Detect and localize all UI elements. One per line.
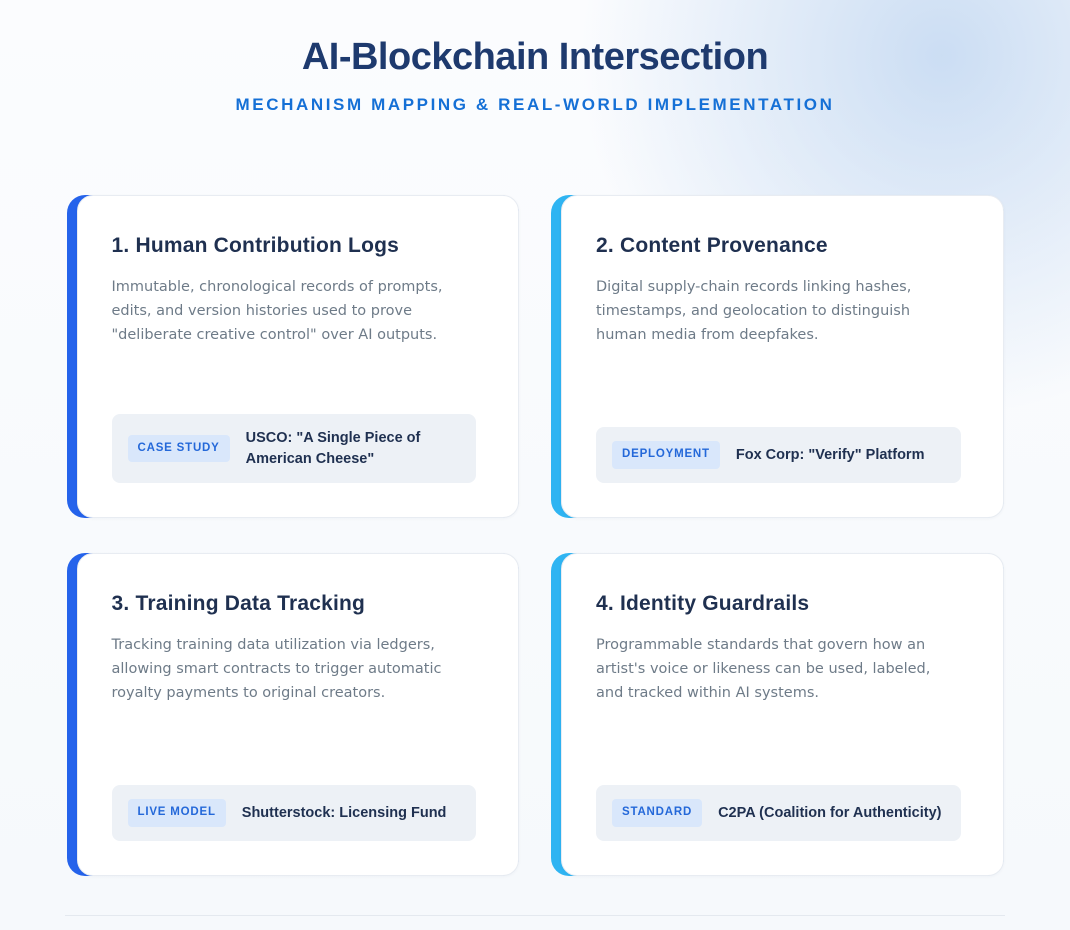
card-surface: 4. Identity Guardrails Programmable stan… [561, 553, 1004, 876]
card-example-box: STANDARD C2PA (Coalition for Authenticit… [596, 785, 961, 841]
card-surface: 1. Human Contribution Logs Immutable, ch… [76, 195, 519, 518]
card-training-data-tracking: 3. Training Data Tracking Tracking train… [66, 553, 519, 876]
badge-case-study: CASE STUDY [127, 434, 230, 463]
card-example-box: LIVE MODEL Shutterstock: Licensing Fund [111, 785, 476, 841]
card-title: 3. Training Data Tracking [111, 592, 366, 615]
page-header: AI-Blockchain Intersection MECHANISM MAP… [0, 36, 1070, 115]
badge-deployment: DEPLOYMENT [612, 441, 720, 469]
card-human-contribution-logs: 1. Human Contribution Logs Immutable, ch… [66, 195, 519, 518]
card-title: 1. Human Contribution Logs [111, 234, 400, 257]
bottom-divider [65, 915, 1005, 919]
example-text: Fox Corp: "Verify" Platform [735, 447, 925, 464]
card-example-box: DEPLOYMENT Fox Corp: "Verify" Platform [596, 427, 961, 483]
example-text: USCO: "A Single Piece of American Cheese… [245, 430, 421, 467]
badge-standard: STANDARD [612, 799, 703, 827]
page-subtitle: MECHANISM MAPPING & REAL-WORLD IMPLEMENT… [235, 95, 835, 114]
badge-live-model: LIVE MODEL [127, 799, 226, 827]
card-title: 4. Identity Guardrails [596, 592, 810, 615]
example-text: Shutterstock: Licensing Fund [241, 805, 447, 822]
card-title: 2. Content Provenance [596, 234, 828, 257]
card-surface: 2. Content Provenance Digital supply-cha… [561, 195, 1004, 518]
card-example-box: CASE STUDY USCO: "A Single Piece of Amer… [111, 414, 476, 483]
card-content-provenance: 2. Content Provenance Digital supply-cha… [551, 195, 1004, 518]
card-identity-guardrails: 4. Identity Guardrails Programmable stan… [551, 553, 1004, 876]
example-text: C2PA (Coalition for Authenticity) [718, 805, 942, 822]
card-description: Programmable standards that govern how a… [596, 637, 931, 701]
card-description: Tracking training data utilization via l… [111, 637, 442, 701]
card-surface: 3. Training Data Tracking Tracking train… [76, 553, 519, 876]
page-title: AI-Blockchain Intersection [301, 36, 769, 78]
card-description: Immutable, chronological records of prom… [111, 279, 443, 343]
mechanism-card-grid: 1. Human Contribution Logs Immutable, ch… [66, 195, 1004, 876]
card-description: Digital supply-chain records linking has… [596, 279, 912, 343]
